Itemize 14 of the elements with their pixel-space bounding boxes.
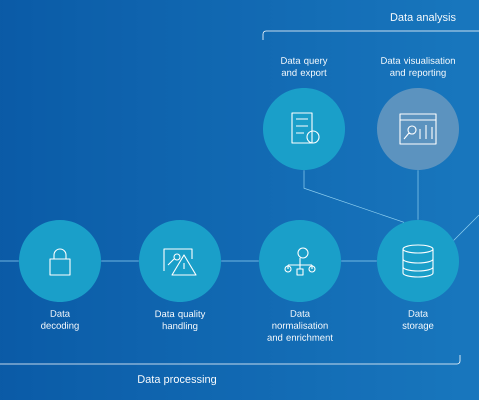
connector-line: [340, 260, 378, 262]
connector-line: [453, 214, 479, 241]
step-label: Data normalisation and enrichment: [267, 310, 333, 341]
connector-line: [0, 260, 20, 262]
step-label: Data storage: [402, 310, 434, 331]
connector-line: [100, 260, 140, 262]
section-heading: Data processing: [138, 374, 216, 386]
step-label: Data query and export: [281, 57, 328, 78]
section-heading: Data analysis: [390, 12, 456, 24]
connector-line: [304, 170, 404, 223]
step-label: Data decoding: [41, 310, 79, 331]
step-label: Data quality handling: [155, 310, 206, 332]
connector-line: [220, 260, 260, 262]
step-label: Data visualisation and reporting: [381, 56, 455, 78]
